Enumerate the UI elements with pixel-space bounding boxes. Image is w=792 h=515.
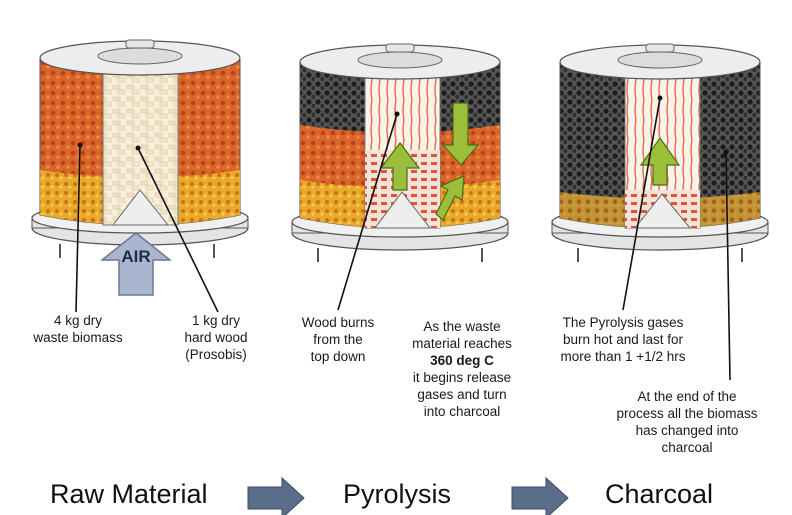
label-line: it begins release <box>412 370 512 385</box>
stove-charcoal <box>551 43 769 262</box>
label-raw-biomass: 4 kg dry waste biomass <box>28 312 128 346</box>
label-line: The Pyrolysis gases <box>562 315 684 330</box>
label-line-bold: 360 deg C <box>430 353 494 368</box>
pointer-biomass <box>75 144 81 313</box>
label-line: burn hot and last for <box>562 332 684 347</box>
stage-title-raw-material: Raw Material <box>50 479 208 509</box>
label-line: top down <box>310 349 366 364</box>
label-line: waste biomass <box>33 330 123 345</box>
pointer-hardwood <box>137 147 219 313</box>
label-line: hard wood <box>184 330 248 345</box>
pointer-end <box>725 151 731 381</box>
flow-arrow-2 <box>511 476 569 515</box>
stage-title-charcoal: Charcoal <box>605 479 714 509</box>
label-line: material reaches <box>412 336 512 351</box>
label-line: charcoal <box>661 440 713 455</box>
label-line: 4 kg dry <box>53 313 103 328</box>
label-waste-material: As the waste material reaches 360 deg C … <box>398 318 526 420</box>
flow-arrow-1 <box>247 476 305 515</box>
label-line: from the <box>313 332 363 347</box>
label-line: At the end of the <box>637 389 737 404</box>
stage-title-pyrolysis: Pyrolysis <box>343 479 452 509</box>
label-line: 1 kg dry <box>191 313 241 328</box>
air-arrow-icon: AIR <box>101 232 171 296</box>
label-hardwood: 1 kg dry hard wood (Prosobis) <box>166 312 266 363</box>
label-line: gases and turn <box>417 387 507 402</box>
label-line: has changed into <box>635 423 739 438</box>
label-line: Wood burns <box>301 315 375 330</box>
air-label: AIR <box>121 247 150 266</box>
pointer-wood-burns <box>337 113 398 311</box>
stove-pyrolysis <box>291 43 509 262</box>
label-line: more than 1 +1/2 hrs <box>560 349 686 364</box>
label-line: process all the biomass <box>616 406 758 421</box>
pointer-lines <box>75 97 731 381</box>
label-end-of-process: At the end of the process all the biomas… <box>602 388 772 456</box>
label-line: As the waste <box>423 319 501 334</box>
label-line: into charcoal <box>423 404 501 419</box>
label-line: (Prosobis) <box>185 347 247 362</box>
label-wood-burns: Wood burns from the top down <box>283 314 393 365</box>
pointer-gases <box>622 97 661 311</box>
stove-raw-material <box>31 39 249 258</box>
label-pyrolysis-gases: The Pyrolysis gases burn hot and last fo… <box>548 314 698 365</box>
